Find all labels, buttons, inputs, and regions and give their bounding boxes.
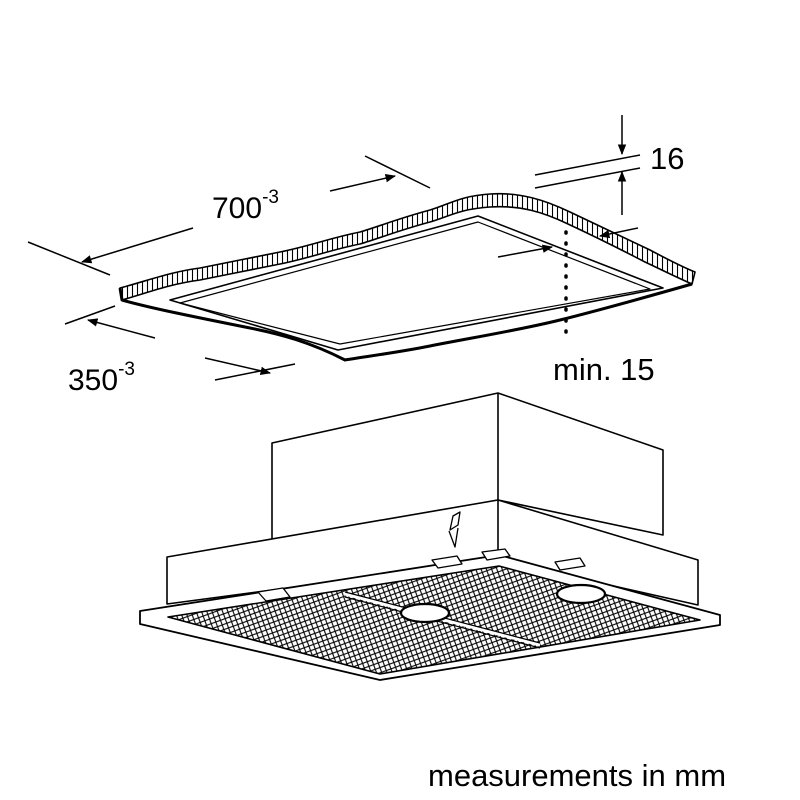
depth-value: 350 — [68, 364, 119, 397]
filter-handle — [431, 555, 463, 569]
depth-tolerance: -3 — [118, 359, 135, 380]
min-clearance-label: min. 15 — [553, 352, 655, 387]
dimension-lines — [27, 115, 641, 381]
light-left — [399, 602, 451, 624]
width-dimension-label: 700-3 — [212, 188, 279, 225]
filter-handle — [554, 557, 586, 571]
depth-dimension-label: 350-3 — [68, 360, 135, 397]
filter-handle — [257, 587, 291, 602]
ceiling-cutout — [118, 192, 696, 362]
light-right — [555, 583, 607, 605]
filter-handle — [481, 548, 511, 561]
thickness-dimension-label: 16 — [650, 141, 685, 176]
units-note: measurements in mm — [428, 758, 727, 793]
width-value: 700 — [212, 192, 263, 225]
width-tolerance: -3 — [262, 187, 279, 208]
hood-unit — [139, 392, 721, 681]
mounting-clip — [449, 511, 461, 531]
